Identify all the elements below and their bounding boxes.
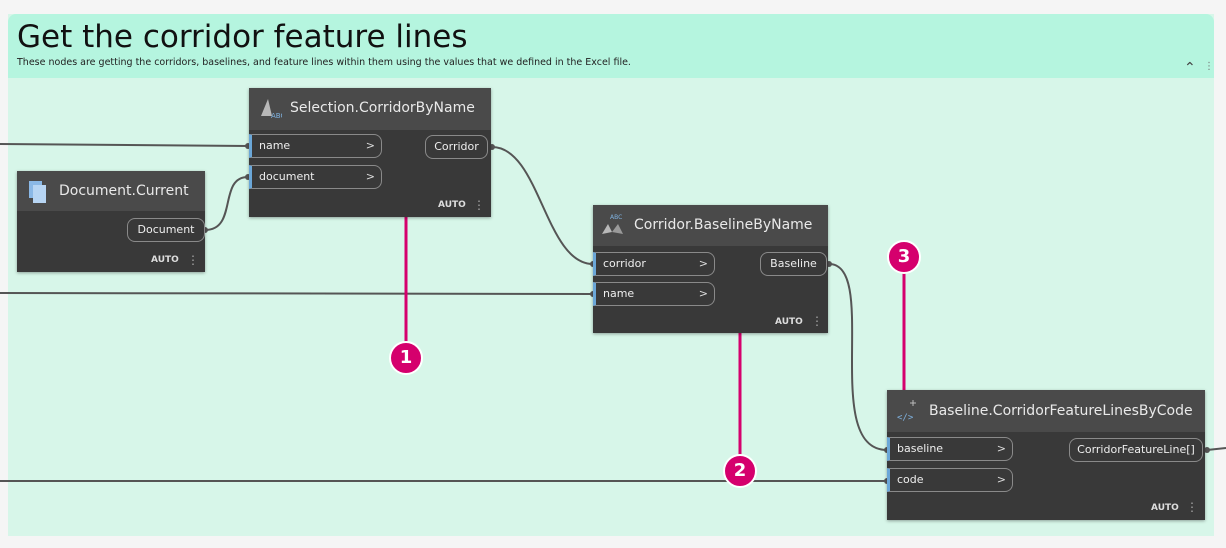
group-description: These nodes are getting the corridors, b… bbox=[17, 57, 631, 68]
wire-corridor bbox=[491, 146, 594, 265]
node-header[interactable] bbox=[887, 390, 1205, 432]
wire-name-2 bbox=[0, 292, 594, 295]
node-title: Baseline.CorridorFeatureLinesByCode bbox=[929, 403, 1193, 419]
svg-text:ABC: ABC bbox=[610, 214, 622, 221]
port-label: name bbox=[603, 287, 635, 300]
run-mode-label: AUTO bbox=[151, 255, 179, 265]
resize-grip-icon[interactable]: ⋮ bbox=[1204, 61, 1214, 72]
group-header[interactable] bbox=[8, 14, 1214, 78]
node-title: Corridor.BaselineByName bbox=[634, 217, 813, 233]
callout-badge-1: 1 bbox=[389, 341, 423, 375]
input-port-code[interactable]: code > bbox=[887, 468, 1013, 492]
callout-badge-2: 2 bbox=[723, 454, 757, 488]
more-options-icon[interactable]: ⋮ bbox=[1186, 500, 1198, 514]
node-selection-corridor-by-name[interactable]: ABC Selection.CorridorByName name > docum… bbox=[249, 88, 491, 217]
input-port-name[interactable]: name > bbox=[593, 282, 715, 306]
run-mode-label: AUTO bbox=[775, 317, 803, 327]
node-document-current[interactable]: Document.Current Document AUTO ⋮ bbox=[17, 171, 205, 272]
port-arrow-icon: > bbox=[698, 287, 708, 300]
port-arrow-icon: > bbox=[365, 170, 375, 183]
node-title: Selection.CorridorByName bbox=[290, 100, 475, 116]
svg-text:</>: </> bbox=[897, 413, 914, 423]
input-port-baseline[interactable]: baseline > bbox=[887, 437, 1013, 461]
port-label: baseline bbox=[897, 442, 944, 455]
more-options-icon[interactable]: ⋮ bbox=[811, 314, 823, 328]
run-mode-label: AUTO bbox=[1151, 503, 1179, 513]
node-baseline-feature-lines-by-code[interactable]: </> Baseline.CorridorFeatureLinesByCode … bbox=[887, 390, 1205, 520]
output-port-baseline[interactable]: Baseline bbox=[760, 252, 827, 276]
chevron-up-icon[interactable]: ⌃ bbox=[1184, 60, 1196, 76]
port-arrow-icon: > bbox=[365, 139, 375, 152]
node-corridor-baseline-by-name[interactable]: ABC Corridor.BaselineByName corridor > na… bbox=[593, 205, 828, 333]
node-header[interactable] bbox=[17, 171, 205, 211]
input-port-corridor[interactable]: corridor > bbox=[593, 252, 715, 276]
wire-name-input bbox=[0, 143, 249, 147]
port-label: code bbox=[897, 473, 924, 486]
run-mode-label: AUTO bbox=[438, 200, 466, 210]
node-header[interactable] bbox=[249, 88, 491, 130]
selection-icon: ABC bbox=[261, 99, 282, 120]
port-label: corridor bbox=[603, 257, 646, 270]
document-icon bbox=[29, 181, 46, 203]
code-icon: </> bbox=[897, 400, 916, 423]
output-port-document[interactable]: Document bbox=[127, 218, 205, 242]
wire-document bbox=[204, 176, 249, 231]
group-title: Get the corridor feature lines bbox=[17, 19, 468, 55]
input-port-document[interactable]: document > bbox=[249, 165, 382, 189]
port-arrow-icon: > bbox=[996, 473, 1006, 486]
port-label: document bbox=[259, 170, 315, 183]
port-arrow-icon: > bbox=[698, 257, 708, 270]
node-title: Document.Current bbox=[59, 183, 189, 199]
more-options-icon[interactable]: ⋮ bbox=[187, 253, 199, 267]
wire-output bbox=[1206, 447, 1226, 451]
wire-baseline bbox=[828, 263, 888, 451]
more-options-icon[interactable]: ⋮ bbox=[473, 198, 485, 212]
input-port-name[interactable]: name > bbox=[249, 134, 382, 158]
baseline-icon: ABC bbox=[602, 214, 623, 234]
node-header[interactable] bbox=[593, 205, 828, 246]
output-port-corridor[interactable]: Corridor bbox=[425, 135, 488, 159]
callout-badge-3: 3 bbox=[887, 240, 921, 274]
svg-text:ABC: ABC bbox=[271, 112, 282, 120]
port-label: name bbox=[259, 139, 291, 152]
port-arrow-icon: > bbox=[996, 442, 1006, 455]
output-port-corridor-feature-line[interactable]: CorridorFeatureLine[] bbox=[1069, 438, 1203, 462]
